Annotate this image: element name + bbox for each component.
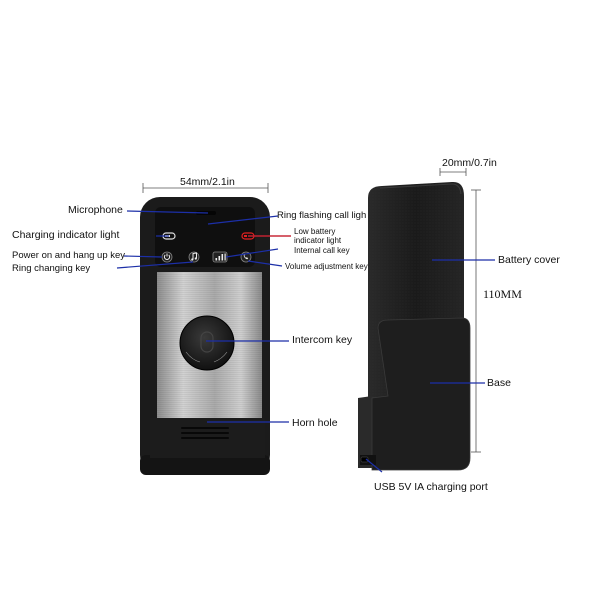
- volume-bars-icon[interactable]: [212, 251, 228, 263]
- label-internal-call: Internal call key: [294, 246, 350, 255]
- label-volume-adjust: Volume adjustment key: [285, 262, 368, 271]
- base-body: [358, 396, 372, 468]
- label-ring-flashing: Ring flashing call ligh: [277, 210, 367, 221]
- horn-hole: [181, 427, 229, 439]
- label-ring-changing: Ring changing key: [12, 263, 91, 274]
- dimension-lines: [142, 168, 481, 453]
- side-device: [358, 181, 471, 471]
- usb-port: [360, 456, 369, 463]
- music-note-icon[interactable]: [188, 251, 200, 263]
- intercom-key[interactable]: [179, 315, 235, 371]
- side-depth-dimension: 20mm/0.7in: [442, 157, 497, 169]
- front-device: [140, 197, 270, 475]
- label-microphone: Microphone: [68, 204, 123, 216]
- label-low-battery: Low battery indicator light: [294, 227, 342, 245]
- power-icon[interactable]: [161, 251, 173, 263]
- label-usb-port: USB 5V IA charging port: [374, 481, 488, 493]
- label-intercom: Intercom key: [292, 334, 353, 346]
- label-charging-indicator: Charging indicator light: [12, 229, 120, 241]
- label-battery-cover: Battery cover: [498, 254, 560, 266]
- label-power-hangup: Power on and hang up key: [12, 250, 126, 261]
- height-dimension: 110MM: [483, 287, 522, 301]
- label-horn-hole: Horn hole: [292, 417, 338, 429]
- label-base: Base: [487, 377, 511, 389]
- front-width-dimension: 54mm/2.1in: [180, 176, 235, 188]
